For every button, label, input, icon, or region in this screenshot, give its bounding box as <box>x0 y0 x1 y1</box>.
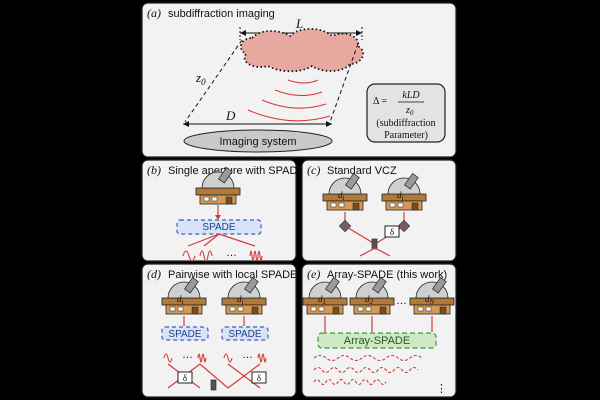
panel-b-tag: (b) <box>147 163 161 177</box>
spade-box-j <box>221 326 269 341</box>
mode-wave <box>197 353 207 363</box>
wavefront <box>287 79 319 84</box>
spade-label-j: SPADE <box>228 329 261 340</box>
panel-b-title: Single aperture with SPADE <box>168 165 305 177</box>
output-mode-wave <box>313 366 419 374</box>
panel-e-title: Array-SPADE (this work) <box>327 269 447 281</box>
delay-box-2 <box>251 371 267 384</box>
label-d1: d1 <box>318 294 326 306</box>
param-caption-1: (subdiffraction <box>376 118 435 129</box>
label-dj: dj <box>237 294 244 306</box>
array-spade-label: Array-SPADE <box>344 335 410 347</box>
beamsplitter <box>210 379 217 391</box>
label-z0: z0 <box>195 70 206 87</box>
panel-c-title: Standard VCZ <box>327 165 397 177</box>
param-caption-2: Parameter) <box>384 130 428 141</box>
parameter-box <box>366 83 446 143</box>
spade-label-i: SPADE <box>168 329 201 340</box>
mode-wave <box>199 250 213 262</box>
panel-b-frame <box>141 159 297 262</box>
label-dj: dj <box>397 190 404 202</box>
delay-label: δ <box>390 227 394 237</box>
panel-d: (d) Pairwise with local SPADE di dj SPAD… <box>141 263 297 398</box>
array-spade-box <box>317 332 437 349</box>
modes-ellipsis: … <box>226 247 237 259</box>
telescopes-ellipsis: … <box>396 295 407 307</box>
panel-d-title: Pairwise with local SPADE <box>168 269 297 281</box>
spade-label: SPADE <box>202 222 235 233</box>
imaging-system-lens <box>183 129 333 153</box>
delay-box-1 <box>177 371 193 384</box>
output-mode-wave <box>313 378 387 386</box>
propagation-line-left <box>184 39 243 123</box>
wavefront <box>247 109 331 122</box>
panel-b: (b) Single aperture with SPADE SPADE … <box>141 159 305 262</box>
label-L: L <box>295 16 303 31</box>
source-cloud <box>239 27 364 73</box>
label-D: D <box>225 108 236 123</box>
panel-e: (e) Array-SPADE (this work) d1 d2 dN … A… <box>301 263 457 398</box>
panel-d-tag: (d) <box>147 267 161 281</box>
modes-vertical-ellipsis: ⋮ <box>436 383 447 395</box>
label-di: di <box>177 294 184 306</box>
mode-wave <box>223 353 233 363</box>
panel-a: (a) subdiffraction imaging L z0 D Imagin… <box>141 2 457 158</box>
delay-label-2: δ <box>257 373 261 383</box>
delay-box <box>384 225 400 238</box>
panel-a-title: subdiffraction imaging <box>168 8 275 20</box>
label-dN: dN <box>425 294 435 306</box>
panel-c: (c) Standard VCZ di dj δ <box>301 159 457 262</box>
panel-c-tag: (c) <box>307 163 320 177</box>
spade-box-i <box>161 326 209 341</box>
panel-a-tag: (a) <box>147 6 161 20</box>
label-di: di <box>338 190 345 202</box>
label-d2: d2 <box>365 294 374 306</box>
wavefront <box>261 99 327 109</box>
param-numerator: kLD <box>402 90 420 101</box>
param-lhs: Δ = <box>373 96 387 107</box>
panel-e-tag: (e) <box>307 267 320 281</box>
mode-wave <box>182 250 196 262</box>
mode-wave <box>249 250 263 262</box>
wavefront <box>274 89 323 97</box>
mode-wave <box>257 353 267 363</box>
delay-label-1: δ <box>183 373 187 383</box>
modes-ellipsis-i: … <box>182 349 193 361</box>
modes-ellipsis-j: … <box>242 349 253 361</box>
mode-wave <box>163 353 173 363</box>
imaging-system-label: Imaging system <box>219 136 296 148</box>
beamsplitter <box>371 238 378 250</box>
param-denominator: z0 <box>405 105 414 117</box>
